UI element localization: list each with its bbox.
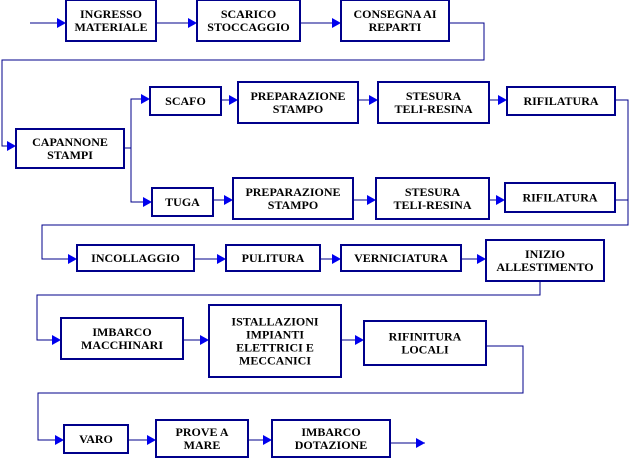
arrow-pulitura-to-verniciatura [320, 254, 341, 264]
node-label: RIFILATURA [523, 94, 598, 108]
node-label: STESURA [406, 89, 462, 103]
arrow-installazioni-to-rifinitura [341, 335, 364, 345]
node-label: MATERIALE [74, 20, 147, 34]
arrow-capannone-to-scafo [124, 94, 150, 149]
node-label: LOCALI [401, 343, 449, 357]
node-label: DOTAZIONE [295, 438, 367, 452]
node-label: MACCHINARI [81, 338, 163, 352]
node-varo: VARO [63, 424, 129, 454]
arrow-incollaggio-to-pulitura [194, 254, 226, 264]
node-label: SCARICO [221, 7, 276, 21]
node-label: PULITURA [242, 251, 305, 265]
node-label: SCAFO [165, 94, 206, 108]
arrow-prep-to-stesura-scafo [358, 95, 378, 105]
node-label: VERNICIATURA [354, 251, 448, 265]
arrow-scarico-to-consegna [300, 18, 341, 28]
arrow-prove-to-imbarco-dot [248, 435, 272, 445]
node-label: STAMPI [47, 148, 93, 162]
node-label: TUGA [165, 195, 200, 209]
node-label: IMBARCO [92, 325, 151, 339]
arrow-prep-to-stesura-tuga [353, 195, 376, 205]
node-label: RIFINITURA [389, 330, 462, 344]
node-label: CONSEGNA AI [353, 7, 436, 21]
arrow-stesura-to-rifil-tuga [489, 195, 505, 205]
node-label: TELI-RESINA [394, 102, 472, 116]
arrow-start-to-ingresso [30, 18, 66, 28]
node-label: STAMPO [268, 198, 318, 212]
node-label: CAPANNONE [32, 135, 108, 149]
node-rifil-tuga: RIFILATURA [504, 182, 616, 213]
arrow-rifil-to-incollaggio [41, 99, 629, 264]
node-label: STESURA [405, 185, 461, 199]
node-label: VARO [79, 432, 113, 446]
node-label: PROVE A [175, 425, 228, 439]
arrow-ingresso-to-scarico [156, 18, 197, 28]
node-label: RIFILATURA [522, 191, 597, 205]
arrow-rifinitura-to-varo [37, 345, 524, 445]
arrow-tuga-to-prep [213, 195, 233, 205]
node-label: TELI-RESINA [393, 198, 471, 212]
node-verniciatura: VERNICIATURA [340, 244, 462, 272]
arrow-stesura-to-rifil-scafo [489, 95, 507, 105]
node-pulitura: PULITURA [225, 244, 321, 272]
node-label: ISTALLAZIONI [231, 315, 318, 329]
arrow-varo-to-prove [128, 435, 156, 445]
node-label: INCOLLAGGIO [91, 251, 180, 265]
arrow-imbarco-to-installazioni [183, 335, 209, 345]
node-label: PREPARAZIONE [245, 185, 340, 199]
node-scafo: SCAFO [149, 86, 222, 116]
node-incollaggio: INCOLLAGGIO [76, 244, 195, 272]
node-label: STOCCAGGIO [207, 20, 289, 34]
node-label: MECCANICI [239, 354, 311, 368]
node-label: MARE [184, 438, 221, 452]
node-label: IMPIANTI [246, 328, 304, 342]
arrow-inizio-to-imbarco [36, 281, 541, 345]
node-label: PREPARAZIONE [250, 89, 345, 103]
node-label: ELETTRICI E [236, 341, 314, 355]
node-label: INIZIO [525, 247, 565, 261]
node-label: ALLESTIMENTO [496, 260, 593, 274]
arrow-verniciatura-to-inizio [461, 254, 486, 264]
arrow-end [390, 438, 425, 448]
arrow-capannone-to-tuga [130, 148, 152, 207]
node-tuga: TUGA [151, 187, 214, 217]
arrow-scafo-to-prep [221, 95, 238, 105]
node-label: REPARTI [369, 20, 422, 34]
node-label: STAMPO [273, 102, 323, 116]
node-label: IMBARCO [301, 425, 360, 439]
arrow-consegna-to-capannone [1, 22, 485, 151]
node-rifil-scafo: RIFILATURA [506, 86, 616, 116]
node-label: INGRESSO [80, 7, 142, 21]
